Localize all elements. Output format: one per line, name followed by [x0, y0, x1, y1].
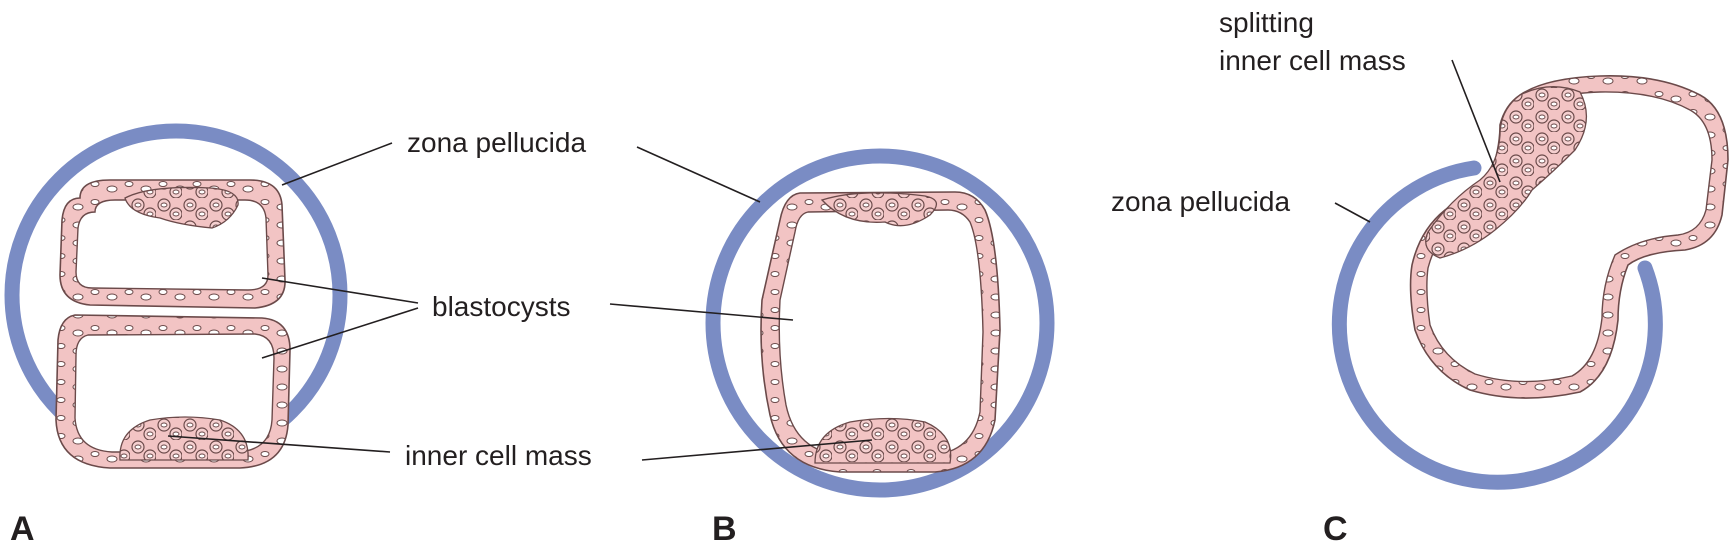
blastocyst-upper-a: [60, 180, 285, 308]
label-zona-pellucida-c: zona pellucida: [1111, 186, 1290, 217]
leader-zona-c: [1335, 203, 1370, 222]
label-splitting-line1: splitting: [1219, 7, 1314, 38]
panel-a: A: [10, 131, 340, 548]
label-inner-cell-mass: inner cell mass: [405, 440, 592, 471]
panel-letter-b: B: [712, 510, 737, 548]
panel-c: C: [1323, 76, 1728, 548]
panel-letter-a: A: [10, 510, 35, 548]
blastocyst-lower-a: [56, 315, 290, 468]
label-splitting-line2: inner cell mass: [1219, 45, 1406, 76]
panel-b: B: [712, 156, 1047, 548]
label-blastocysts: blastocysts: [432, 291, 571, 322]
label-zona-pellucida: zona pellucida: [407, 127, 586, 158]
leader-zona-b: [637, 147, 760, 202]
panel-letter-c: C: [1323, 510, 1348, 548]
leader-zona-a: [282, 143, 392, 185]
blastocyst-b: [761, 192, 1000, 472]
blastocyst-c: [1411, 76, 1728, 398]
